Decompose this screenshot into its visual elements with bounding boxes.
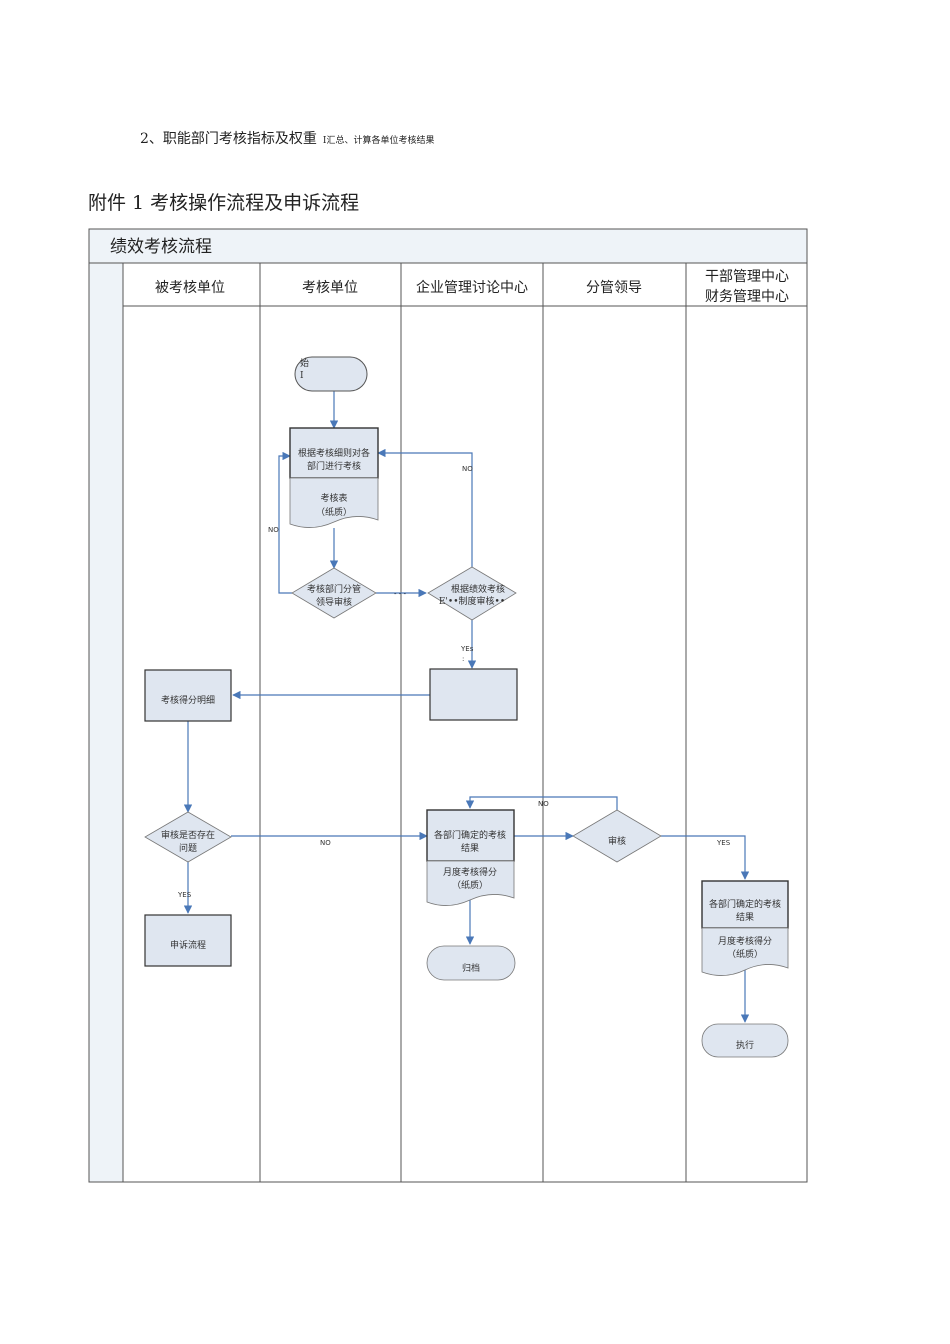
svg-text:执行: 执行 (736, 1039, 754, 1051)
assess-document-node: 考核表 （纸质） (289, 477, 379, 528)
svg-text:考核得分明细: 考核得分明细 (161, 694, 215, 706)
edge-label-no-top: NO (462, 465, 473, 473)
appeal-process-node: 申诉流程 (144, 914, 232, 967)
svg-text:各部门确定的考核: 各部门确定的考核 (434, 829, 506, 841)
assess-process-node: 根据考核细则对各 部门进行考核 (289, 427, 379, 479)
start-node: 始 I (294, 356, 368, 392)
svg-text:月度考核得分: 月度考核得分 (443, 866, 497, 878)
system-review-decision: 根据绩效考核 E'••制度审核•• (427, 566, 517, 621)
svg-text:结果: 结果 (736, 911, 754, 923)
svg-text:（纸质）: （纸质） (452, 879, 488, 891)
svg-text:归档: 归档 (462, 962, 480, 974)
lane-header-assessed-unit: 被考核单位 (155, 280, 225, 296)
svg-text:I: I (300, 371, 304, 381)
lane-header-management-center: 企业管理讨论中心 (416, 279, 528, 296)
svg-text:E'••制度审核••: E'••制度审核•• (439, 595, 505, 607)
svg-text:审核是否存在: 审核是否存在 (161, 829, 215, 841)
edge-label-yes-mid: YEs (460, 645, 474, 653)
intro-small-text: I汇总、计算各单位考核结果 (322, 136, 435, 146)
audit-decision: 审核 (572, 809, 662, 863)
edge-label-no-left: NO (268, 526, 279, 534)
archive-node: 归档 (426, 945, 516, 981)
dept-result-node-right: 各部门确定的考核 结果 (701, 880, 789, 929)
svg-text:根据考核细则对各: 根据考核细则对各 (298, 447, 370, 459)
intro-line: 2、职能部门考核指标及权重 I汇总、计算各单位考核结果 (140, 128, 434, 148)
score-detail-node: 考核得分明细 (144, 669, 232, 722)
svg-text:（纸质）: （纸质） (316, 506, 352, 518)
svg-text:考核表: 考核表 (320, 492, 347, 504)
edge-label-yes-left: YES (177, 891, 192, 899)
edge-label-no-mid: NO (320, 839, 331, 847)
svg-text:结果: 结果 (461, 842, 479, 854)
lane-header-finance-center: 财务管理中心 (705, 289, 789, 305)
svg-text:根据绩效考核: 根据绩效考核 (451, 583, 505, 595)
svg-text:部门进行考核: 部门进行考核 (307, 460, 361, 472)
edge-label-yes-colon: : (462, 655, 464, 663)
edge-label-yes-right: YES (716, 839, 731, 847)
intro-text: 2、职能部门考核指标及权重 (140, 131, 317, 147)
monthly-score-document-right: 月度考核得分 （纸质） (701, 927, 789, 976)
edge-label-no-audit: NO (538, 800, 549, 808)
svg-text:审核: 审核 (608, 835, 626, 847)
dept-result-node: 各部门确定的考核 结果 (426, 809, 515, 862)
svg-text:申诉流程: 申诉流程 (170, 939, 206, 951)
svg-text:领导审核: 领导审核 (316, 596, 352, 608)
lane-header-leader: 分管领导 (586, 280, 642, 296)
svg-text:始: 始 (300, 357, 309, 369)
svg-text:月度考核得分: 月度考核得分 (718, 935, 772, 947)
svg-text:考核部门分管: 考核部门分管 (307, 583, 361, 595)
svg-text:（纸质）: （纸质） (727, 948, 763, 960)
page-heading: 附件 1 考核操作流程及申诉流程 (88, 192, 360, 214)
leader-review-decision: 考核部门分管 领导审核 (291, 567, 377, 619)
summary-box (429, 668, 518, 721)
svg-text:问题: 问题 (179, 842, 197, 854)
issue-check-decision: 审核是否存在 问题 (144, 811, 232, 863)
svg-text:各部门确定的考核: 各部门确定的考核 (709, 898, 781, 910)
flow-title: 绩效考核流程 (110, 237, 212, 257)
lane-header-cadre-center: 干部管理中心 (705, 269, 789, 285)
monthly-score-document: 月度考核得分 （纸质） (426, 860, 515, 906)
execute-node: 执行 (701, 1023, 789, 1058)
edge-label-dots: - - - (394, 590, 407, 598)
lane-header-assessing-unit: 考核单位 (302, 280, 358, 296)
connectors (183, 391, 750, 1023)
